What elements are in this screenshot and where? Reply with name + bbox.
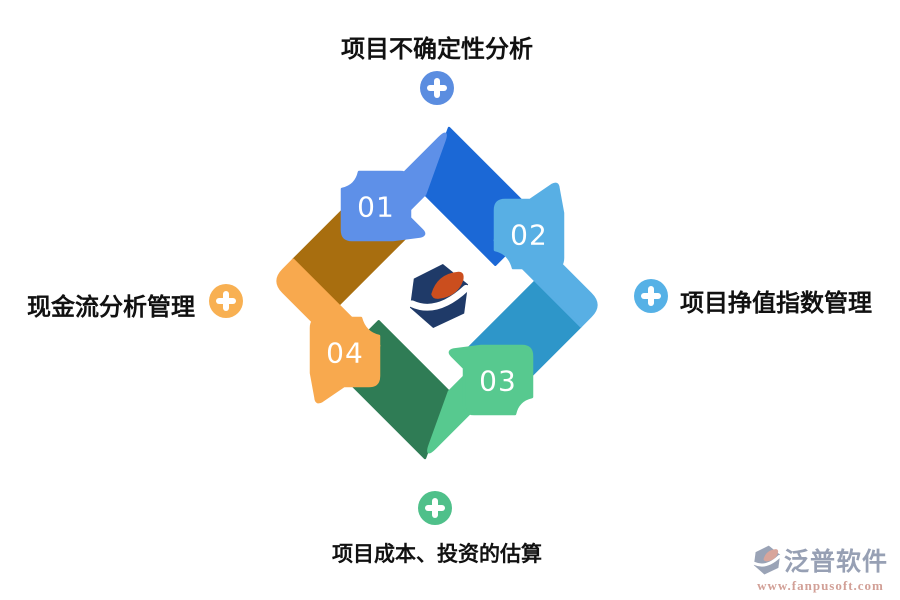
plus-icon[interactable] [634,279,668,313]
watermark: 泛普软件 www.fanpusoft.com [753,542,888,594]
fanpu-logo [408,264,470,328]
watermark-url: www.fanpusoft.com [757,578,884,593]
plus-icon[interactable] [209,284,243,318]
logo-sail [431,271,464,299]
watermark-logo-icon [753,545,781,575]
step-number-04: 04 [326,337,364,370]
step-number-03: 03 [479,365,517,398]
watermark-brand-row: 泛普软件 [753,542,888,578]
logo-swoosh [408,284,470,311]
step-number-02: 02 [510,219,548,252]
step-label-top: 项目不确定性分析 [341,35,533,63]
watermark-logo-swoosh [753,554,781,567]
plus-icon[interactable] [420,71,454,105]
step-label-bottom: 项目成本、投资的估算 [332,542,542,566]
step-label-left: 现金流分析管理 [27,293,195,321]
watermark-brand: 泛普软件 [783,547,888,576]
plus-icon[interactable] [418,491,452,525]
cycle-arrows-diagram: 01 02 03 04 [276,126,598,460]
step-label-right: 项目挣值指数管理 [680,289,872,317]
watermark-logo-sail [763,549,779,562]
step-number-01: 01 [357,191,395,224]
